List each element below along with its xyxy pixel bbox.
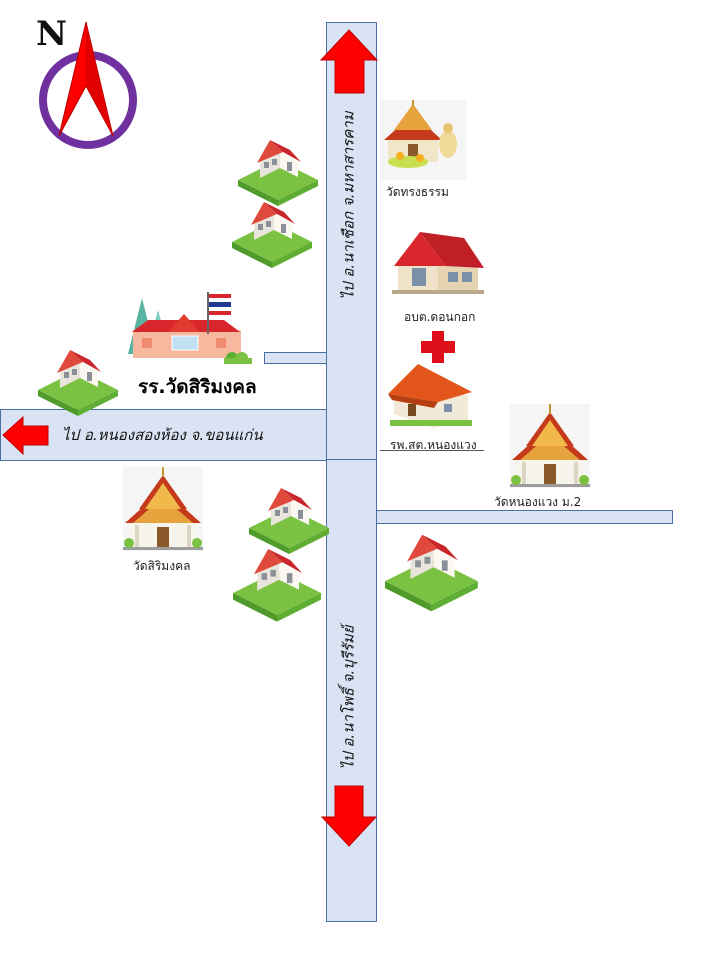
house-icon	[233, 549, 321, 622]
arrow-left-icon	[2, 415, 49, 456]
house-icon	[232, 202, 312, 268]
compass-icon	[39, 21, 137, 149]
house-icon	[249, 488, 329, 554]
building-icon	[388, 364, 472, 428]
house-icon	[385, 534, 478, 612]
north-road-label: ไป อ.นาเชือก จ.มหาสารคาม	[339, 111, 358, 300]
east-lane	[376, 510, 673, 524]
sao-office-building	[392, 228, 484, 298]
north-letter: N	[36, 14, 68, 54]
north-compass: N	[34, 14, 144, 154]
wat-song-tham-label: วัดทรงธรรม	[386, 185, 449, 199]
temple-icon	[123, 467, 203, 550]
wat-nong-waeng-image	[510, 404, 590, 488]
main-road-south	[326, 459, 377, 922]
school-building	[128, 292, 254, 368]
arrow-down-icon	[320, 785, 378, 847]
health-center-building	[388, 362, 474, 432]
house-icon	[38, 350, 118, 416]
temple-icon	[384, 100, 457, 168]
west-road-label: ไป อ.หนองสองห้อง จ.ขอนแก่น	[62, 426, 263, 444]
temple-icon	[510, 404, 590, 487]
wat-siri-mongkhon-image	[123, 467, 203, 551]
school-icon	[128, 292, 252, 364]
wat-nong-waeng-label: วัดหนองแวง ม.2	[494, 495, 582, 509]
health-center-lane-line	[380, 450, 484, 451]
sao-office-label: อบต.ดอนกอก	[404, 310, 476, 324]
school-lane	[264, 352, 327, 364]
red-cross-icon	[421, 331, 455, 363]
wat-song-tham-image	[380, 100, 466, 180]
west-road	[0, 409, 327, 461]
wat-siri-mongkhon-label: วัดสิริมงคล	[133, 559, 191, 573]
health-center-label: รพ.สต.หนองแวง	[390, 438, 477, 452]
building-icon	[392, 232, 484, 294]
arrow-up-icon	[319, 29, 379, 94]
house-icon	[238, 140, 318, 206]
south-road-label: ไป อ.นาโพธิ์ จ.บุรีรัมย์	[339, 625, 358, 770]
school-label: รร.วัดสิริมงคล	[138, 376, 257, 398]
